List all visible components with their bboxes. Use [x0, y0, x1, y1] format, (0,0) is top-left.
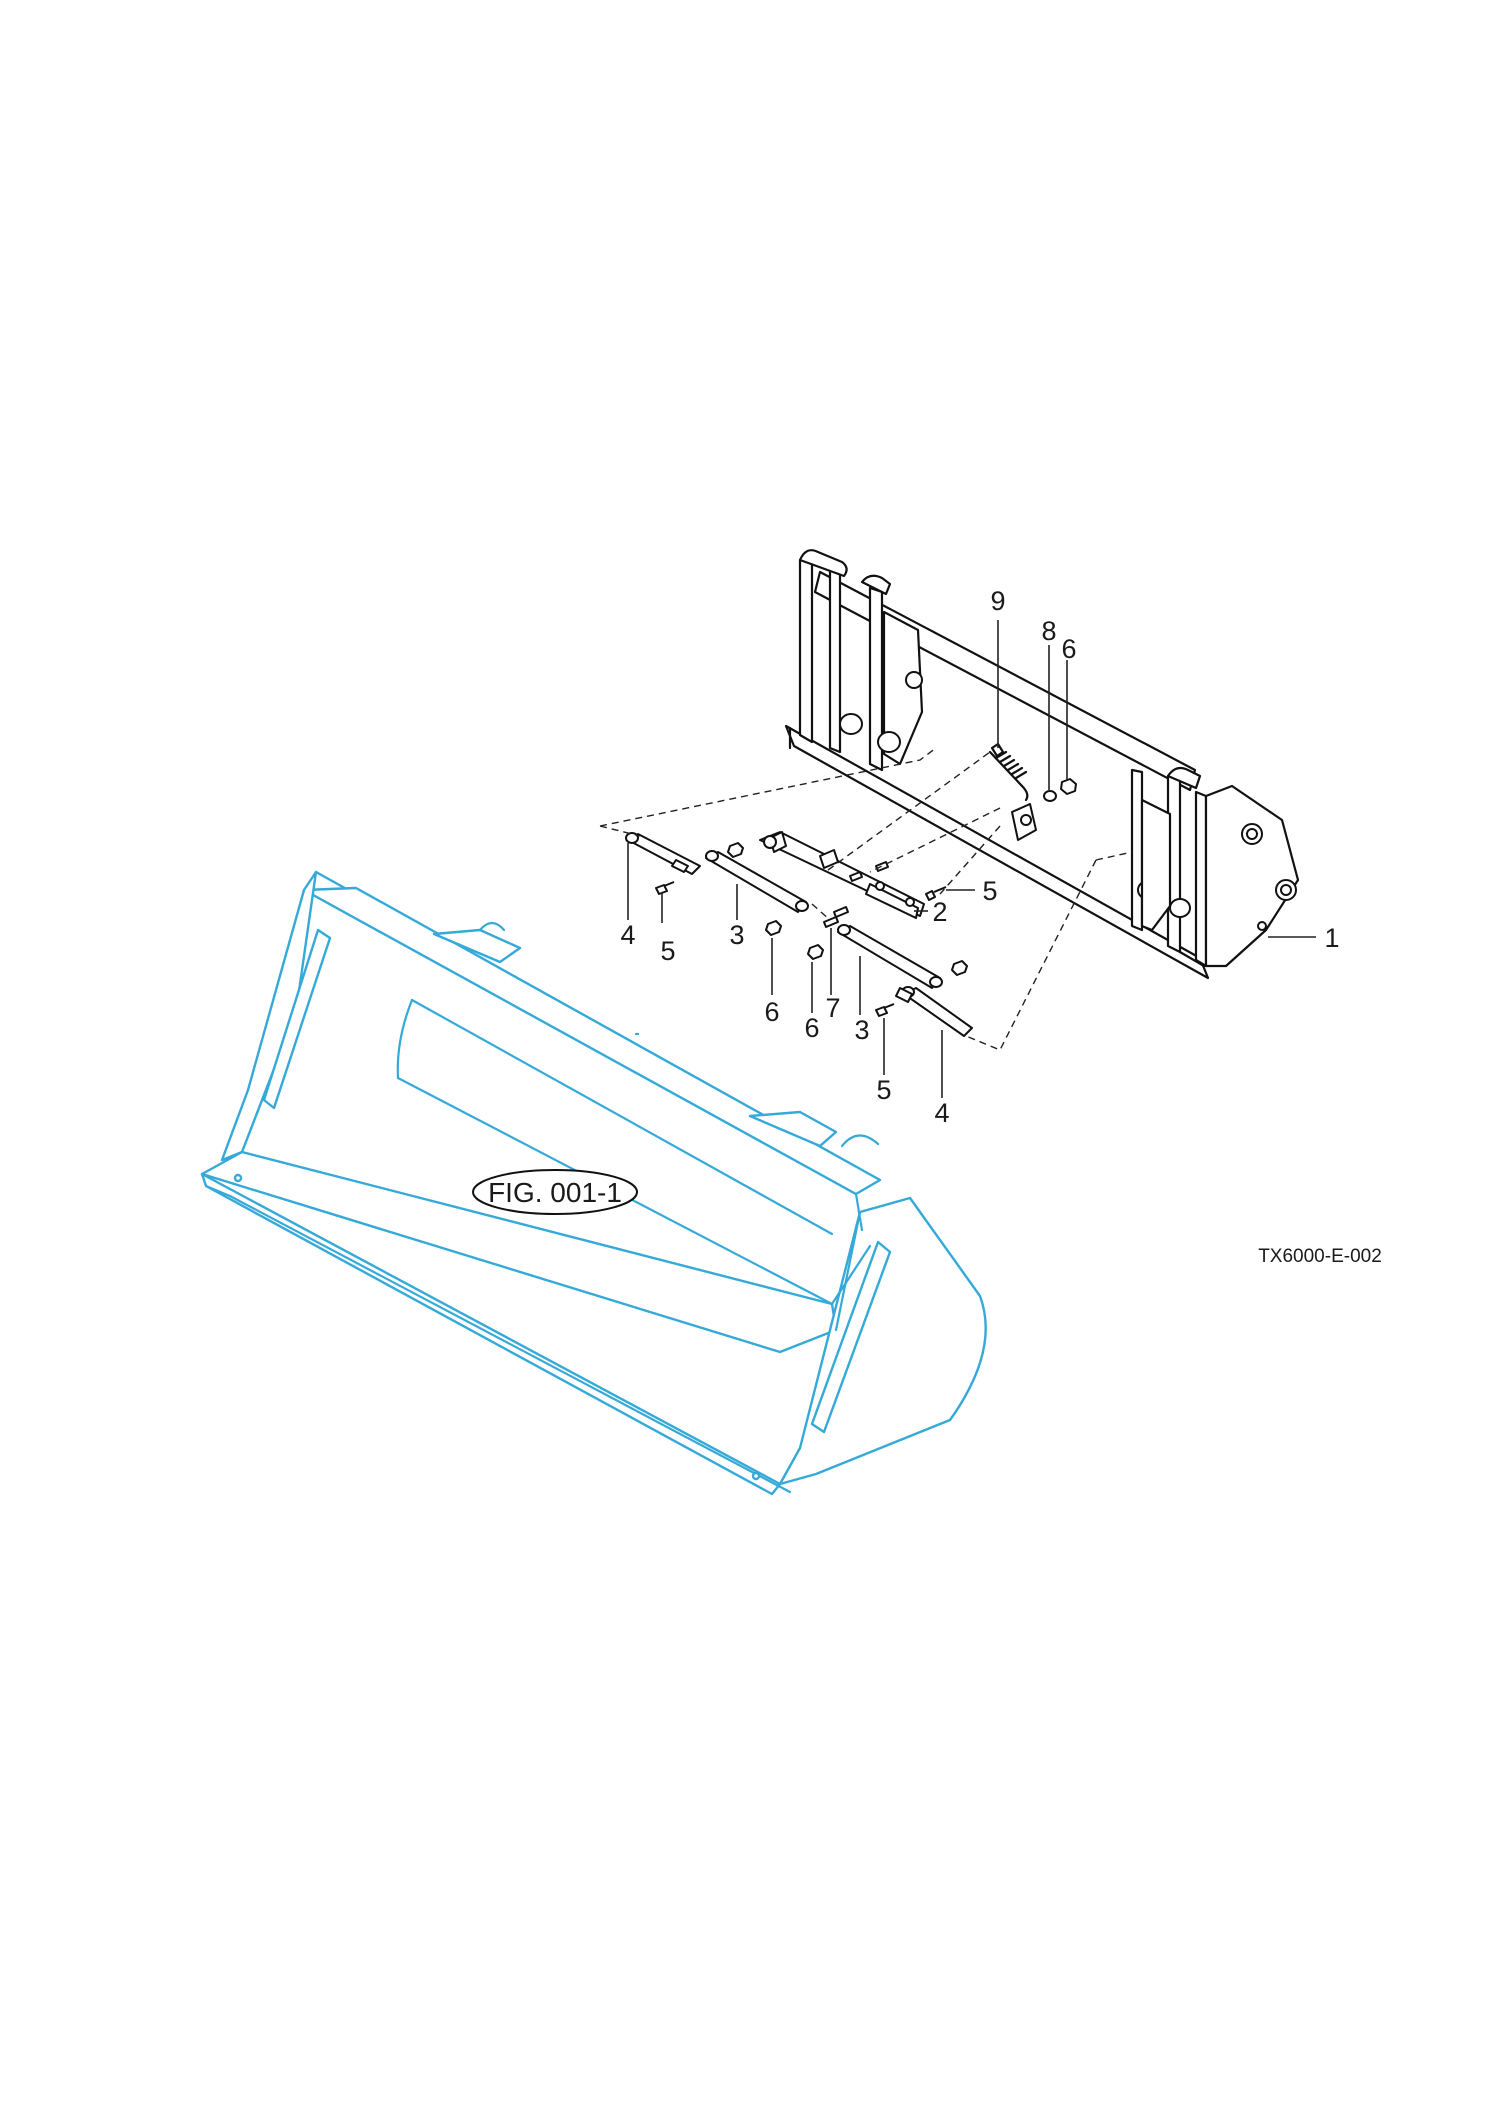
bolt — [925, 886, 947, 901]
callout-6: 6 — [804, 1013, 819, 1043]
callout-6: 6 — [764, 997, 779, 1027]
callout-2: 2 — [932, 897, 947, 927]
bolt — [875, 1003, 895, 1017]
linkage-parts — [625, 742, 1077, 1037]
figure-label-oval — [472, 1169, 638, 1215]
callout-1: 1 — [1324, 923, 1339, 953]
alignment-lines — [599, 747, 1133, 1051]
figure-label-callout[interactable]: FIG. 001-1 — [472, 1169, 638, 1215]
figure-label[interactable]: FIG. 001-1 — [488, 1177, 622, 1208]
callout-7: 7 — [825, 993, 840, 1023]
callout-5: 5 — [982, 876, 997, 906]
bucket — [200, 870, 987, 1496]
callout-8: 8 — [1041, 616, 1056, 646]
callout-9: 9 — [990, 586, 1005, 616]
washer — [1043, 790, 1057, 802]
callout-5: 5 — [876, 1075, 891, 1105]
callout-3: 3 — [854, 1015, 869, 1045]
callout-labels: 9 8 6 5 2 1 4 5 3 6 7 6 3 5 4 — [620, 586, 1339, 1128]
callout-5: 5 — [660, 936, 675, 966]
drawing-reference-code: TX6000-E-002 — [1258, 1246, 1382, 1267]
callout-4: 4 — [620, 920, 635, 950]
callout-leaders — [627, 620, 1316, 1098]
bolt — [655, 881, 675, 895]
callout-6: 6 — [1061, 634, 1076, 664]
nut — [1060, 778, 1077, 795]
callout-3: 3 — [729, 920, 744, 950]
spring — [988, 742, 1029, 802]
attachment-frame — [784, 549, 1300, 980]
callout-4: 4 — [934, 1098, 949, 1128]
lever-arm — [759, 831, 925, 919]
